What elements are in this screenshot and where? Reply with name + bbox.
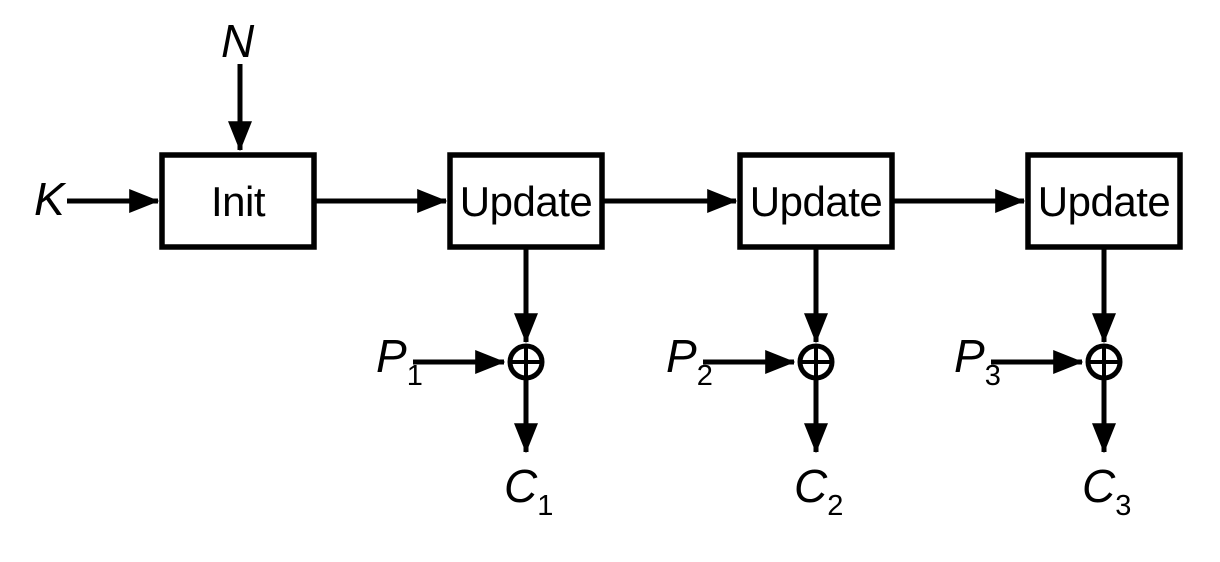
plaintext3-subscript: 3 bbox=[985, 360, 1001, 392]
update1-box bbox=[447, 152, 605, 250]
ciphertext3-subscript: 3 bbox=[1115, 490, 1131, 522]
plaintext1-subscript: 1 bbox=[407, 360, 423, 392]
ciphertext2-label: C2 bbox=[794, 460, 843, 522]
plaintext3-base: P bbox=[954, 330, 985, 382]
plaintext2-subscript: 2 bbox=[697, 360, 713, 392]
ciphertext2-subscript: 2 bbox=[827, 490, 843, 522]
init-box-label: Init bbox=[211, 178, 266, 225]
update2-box-label: Update bbox=[750, 178, 882, 225]
plaintext1-base: P bbox=[376, 330, 407, 382]
ciphertext1-label: C1 bbox=[504, 460, 553, 522]
update3-box-label: Update bbox=[1038, 178, 1170, 225]
stage-2: Update P2 C2 bbox=[666, 152, 895, 522]
ciphertext1-subscript: 1 bbox=[537, 490, 553, 522]
update3-box bbox=[1025, 152, 1183, 250]
plaintext2-base: P bbox=[666, 330, 697, 382]
stage-1: Update P1 C1 bbox=[376, 152, 605, 522]
stage-3: Update P3 C3 bbox=[954, 152, 1183, 522]
xor-icon-3 bbox=[1085, 343, 1123, 381]
plaintext1-label: P1 bbox=[376, 330, 423, 392]
xor-icon-1 bbox=[507, 343, 545, 381]
ciphertext2-base: C bbox=[794, 460, 828, 512]
key-label: K bbox=[34, 173, 67, 225]
ciphertext3-label: C3 bbox=[1082, 460, 1131, 522]
plaintext3-label: P3 bbox=[954, 330, 1001, 392]
xor-icon-2 bbox=[797, 343, 835, 381]
ciphertext3-base: C bbox=[1082, 460, 1116, 512]
update1-box-label: Update bbox=[460, 178, 592, 225]
nonce-label: N bbox=[221, 15, 255, 67]
ciphertext1-base: C bbox=[504, 460, 538, 512]
plaintext2-label: P2 bbox=[666, 330, 713, 392]
